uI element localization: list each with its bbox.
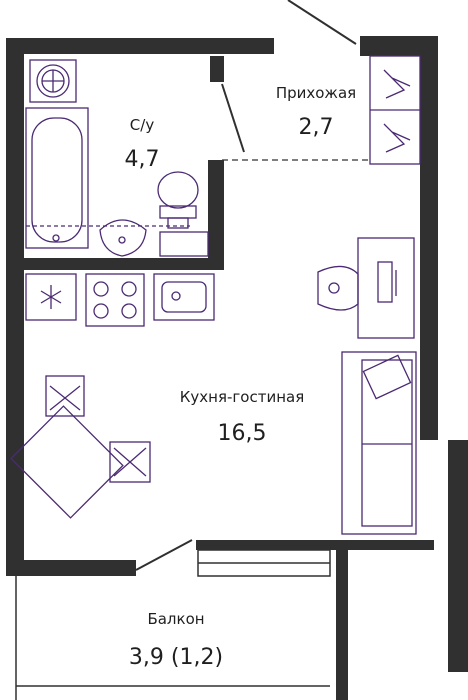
washing-machine-icon — [29, 59, 77, 103]
balcony-door — [135, 539, 193, 571]
walls — [6, 36, 468, 700]
fridge-icon — [25, 273, 77, 321]
entrance-door — [287, 0, 357, 45]
hallway-name: Прихожая — [276, 84, 356, 102]
living-name: Кухня-гостиная — [180, 388, 304, 406]
dining-chair-icon — [45, 375, 85, 417]
sofa-icon — [341, 351, 417, 535]
desk-icon — [357, 237, 415, 339]
balcony-frame — [15, 549, 331, 700]
fixtures — [10, 55, 421, 535]
balcony-area: 3,9 (1,2) — [129, 645, 223, 670]
bathroom-area: 4,7 — [125, 147, 160, 172]
stove-icon — [85, 273, 145, 327]
bathroom-sink-icon — [99, 219, 147, 257]
doors — [135, 0, 370, 571]
hallway-area: 2,7 — [299, 115, 334, 140]
toilet-icon — [157, 171, 199, 229]
desk-chair-icon — [317, 265, 359, 311]
dining-chair-icon — [109, 441, 151, 483]
bathroom-name: С/у — [130, 116, 155, 134]
bathroom-partition — [26, 225, 209, 257]
living-area: 16,5 — [218, 421, 267, 446]
kitchen-sink-icon — [153, 273, 215, 321]
dining-table-icon — [10, 405, 124, 519]
room-labels: С/у 4,7 Прихожая 2,7 Кухня-гостиная 16,5… — [125, 84, 357, 670]
bathroom-door — [221, 83, 245, 153]
balcony-name: Балкон — [147, 610, 204, 628]
bathtub-icon — [25, 107, 89, 249]
wardrobe-icon — [369, 55, 421, 165]
